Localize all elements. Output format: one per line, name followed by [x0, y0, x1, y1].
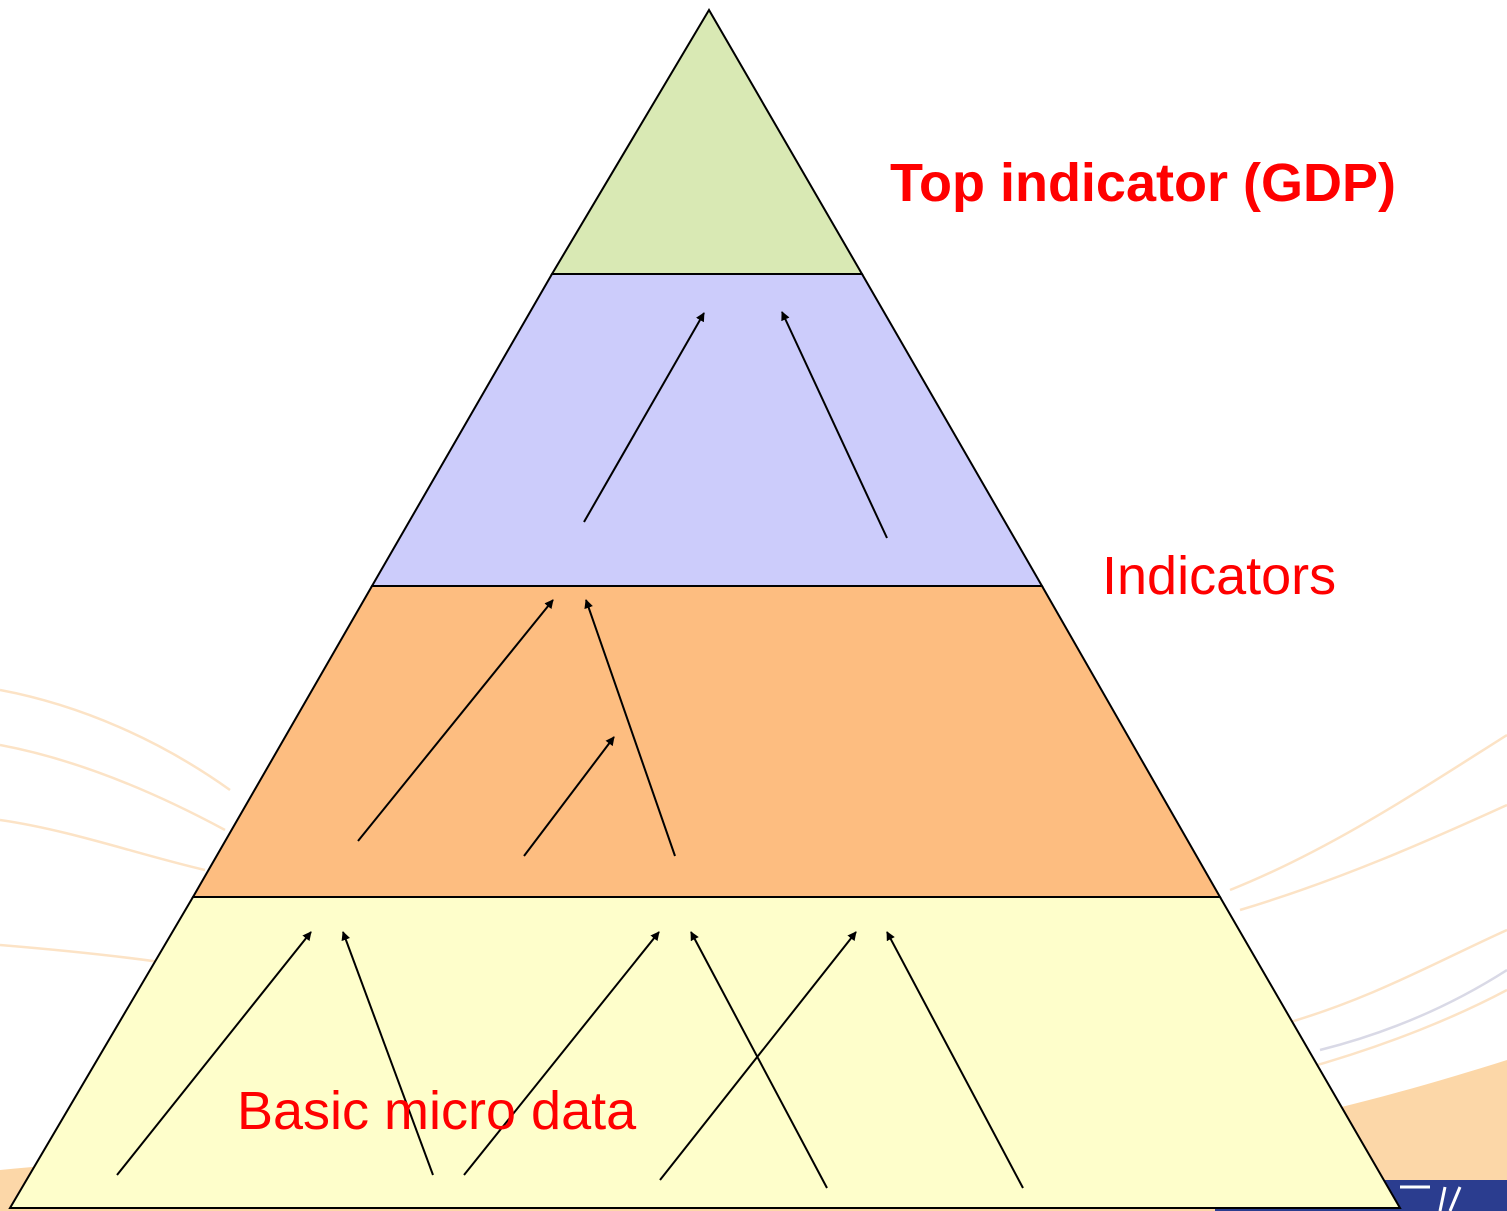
arrow [781, 311, 888, 539]
level-indicators-shape [370, 273, 1044, 587]
arrow [463, 931, 660, 1176]
top-indicator-label: Top indicator (GDP) [890, 153, 1396, 213]
arrow [357, 599, 554, 842]
level-intermediate-shape [191, 585, 1222, 898]
corner-logo-mark [1400, 1185, 1462, 1211]
background-swoosh [0, 688, 1507, 1072]
arrow [583, 312, 705, 523]
indicators-label: Indicators [1102, 546, 1337, 606]
level-top-shape [550, 8, 864, 275]
basic-micro-data-label: Basic micro data [237, 1081, 637, 1141]
arrow [690, 931, 828, 1189]
arrow [523, 736, 615, 857]
arrow [341, 931, 434, 1176]
arrow [584, 599, 676, 857]
arrow [116, 931, 312, 1176]
arrow [659, 931, 857, 1181]
level-base-shape [8, 896, 1402, 1209]
arrow [886, 931, 1024, 1189]
